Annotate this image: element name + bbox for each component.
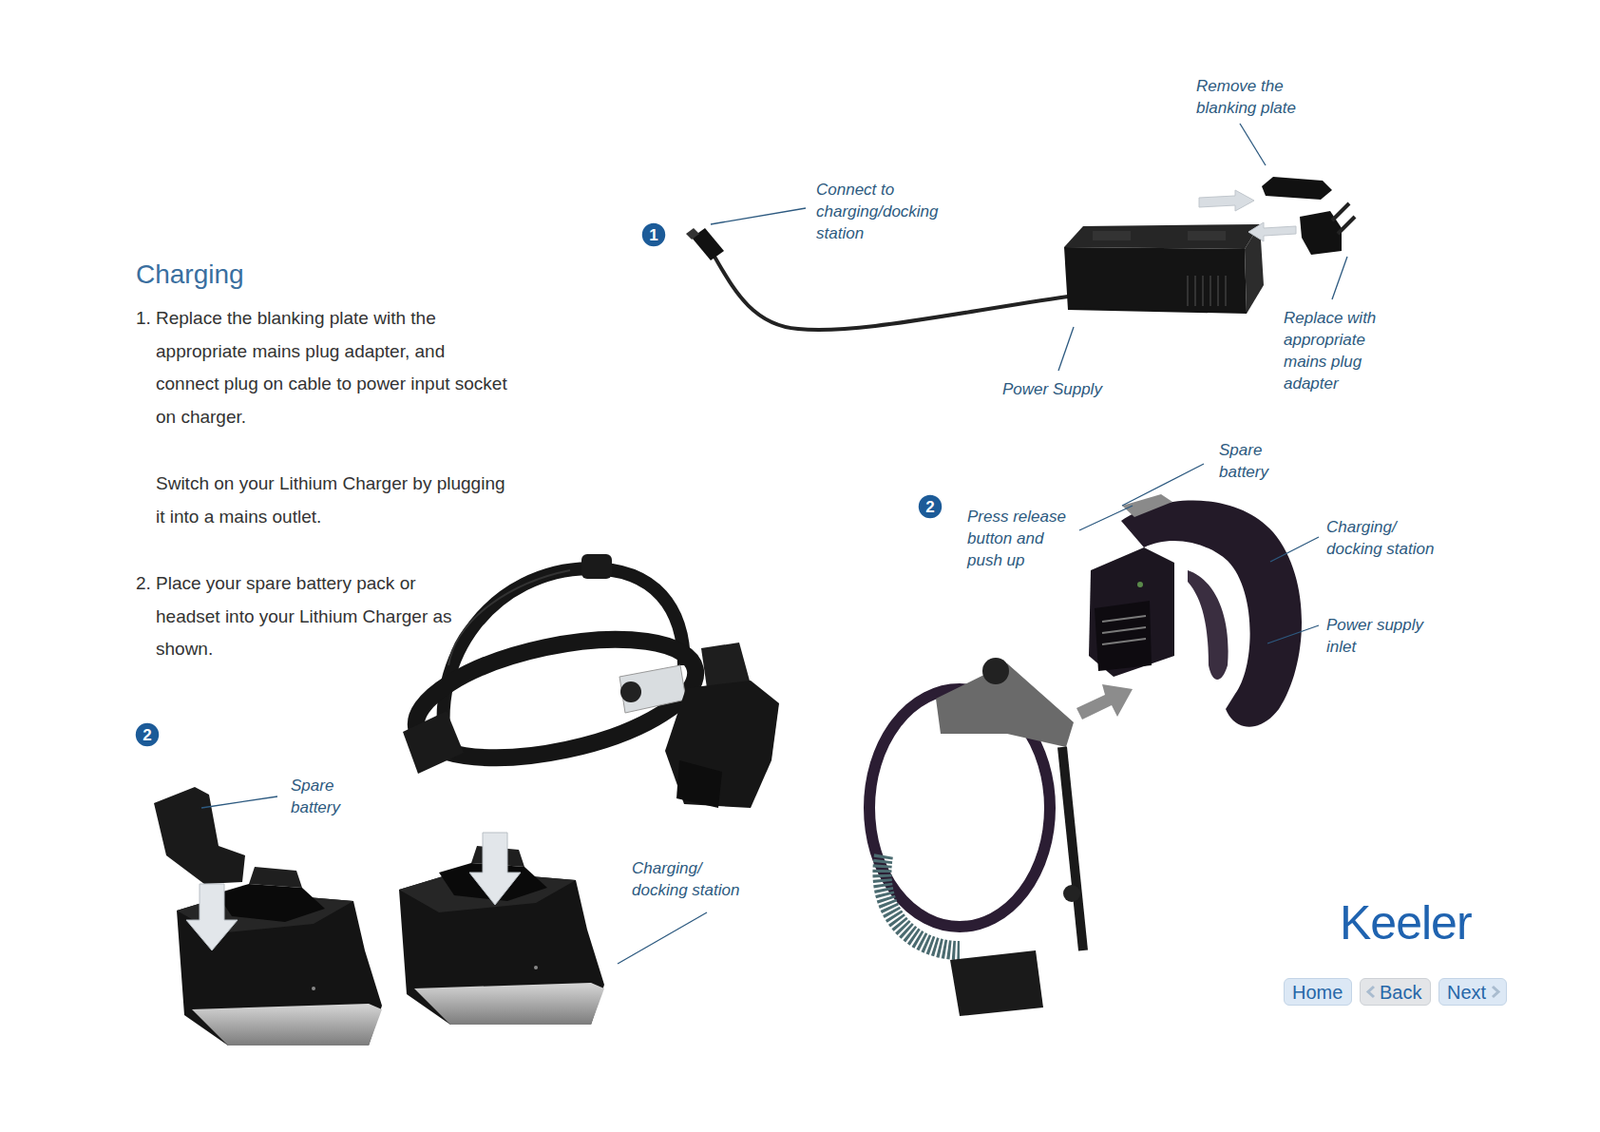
nav-button: Next [1438,977,1507,1006]
callout-number: 1 [640,221,667,248]
button-label: Next [1447,982,1486,1002]
illustration-part [1270,536,1319,562]
illustration-part [620,681,642,703]
button-label: Back [1379,982,1422,1002]
illustration-part [1102,615,1146,622]
callout-circle-fill [917,494,943,519]
illustration-part [1102,638,1146,645]
callout-number: 2 [916,493,944,520]
illustration-part [1063,884,1081,902]
illustration-part [1186,275,1189,306]
instruction-text: Switch on your Lithium Charger by pluggi… [155,467,508,534]
illustration-part [676,760,723,808]
illustration-part [1079,505,1133,531]
list-number: 1. [135,302,152,336]
nav-button: Home [1283,977,1353,1006]
callout-label: Charging/ docking station [1326,515,1447,560]
illustration-part [1088,547,1175,677]
callout-circle-fill [134,722,160,747]
callout-label: Spare battery [290,774,358,819]
push-arrow [1076,684,1133,720]
illustration-part [1137,581,1143,588]
illustration-part [665,680,780,808]
illustration-part [1239,123,1266,166]
illustration-part [1267,625,1319,644]
illustration-part [1217,275,1220,306]
instruction-text: Replace the blanking plate with the appr… [155,302,508,434]
callout-label: Power Supply [1002,378,1103,400]
illustration-part [1332,256,1348,300]
illustration-part [1102,627,1146,633]
callout-label: Connect to charging/docking station [816,178,959,245]
down-arrow [469,832,521,905]
illustration-part [581,553,612,579]
headset [402,553,780,808]
callout-number: 2 [133,721,161,748]
illustration-part [950,950,1044,1016]
headset [869,657,1084,1016]
callout-label: Replace with appropriate mains plug adap… [1283,306,1393,395]
illustration-part [191,1003,382,1046]
direction-arrow [1199,190,1255,211]
illustration-part [402,710,464,774]
illustration-part [1337,216,1355,234]
direction-arrow [1248,222,1296,242]
button-label: Home [1292,982,1343,1002]
callout-number-text: 2 [925,498,934,515]
illustration-part [982,657,1010,685]
chevron-mark [1492,986,1499,997]
illustration-part [1332,203,1350,221]
page-title: Charging [135,258,245,291]
chevron-mark [1368,986,1374,997]
callout-label: Charging/ docking station [631,857,752,901]
spare-battery [153,786,246,884]
illustration-part [1187,275,1226,306]
illustration-part [881,855,960,951]
illustration-part [714,256,1068,330]
illustration-part [311,986,316,991]
mains-plug-adapter [1299,203,1355,255]
illustration-part [216,883,325,922]
illustration-part [617,912,707,964]
illustration-part [1064,247,1247,314]
callout-label: Remove the blanking plate [1196,75,1320,119]
instruction-text: Place your spare battery pack or headset… [155,567,470,667]
callout-number-text: 1 [648,227,658,244]
illustration-part [1187,570,1229,680]
illustration-part [1209,275,1212,306]
illustration-part [1102,615,1146,645]
illustration-part [1122,463,1204,506]
illustration-part [619,665,686,713]
callout-label: Spare battery [1219,438,1286,483]
nav-button: Back [1359,977,1431,1006]
cable-plug [685,228,724,261]
illustration-part [1122,494,1173,517]
illustration-part [685,228,700,240]
down-arrow [186,883,238,951]
illustration-part [1201,275,1204,306]
list-number: 2. [135,567,152,601]
illustration-part [1194,275,1197,306]
callout-number-text: 2 [142,726,152,743]
leader-lines [201,123,1348,964]
power-supply [714,224,1264,330]
callout-label: Press release button and push up [967,505,1077,572]
callout-circle-fill [641,222,667,248]
illustration-part [701,642,751,688]
illustration-part [1094,600,1152,671]
illustration-part [201,796,278,808]
brand-logo: Keeler [1339,896,1472,950]
illustration-part [1062,746,1084,951]
illustration-part [710,208,806,225]
illustration-part [1058,326,1074,371]
blanking-plate [1261,176,1333,200]
illustration-part [1064,224,1260,249]
illustration-part [1092,230,1131,241]
callout-label: Power supply inlet [1326,613,1441,658]
docking-station [176,866,382,1046]
illustration-part [1187,230,1226,241]
illustration-part [1224,275,1227,306]
